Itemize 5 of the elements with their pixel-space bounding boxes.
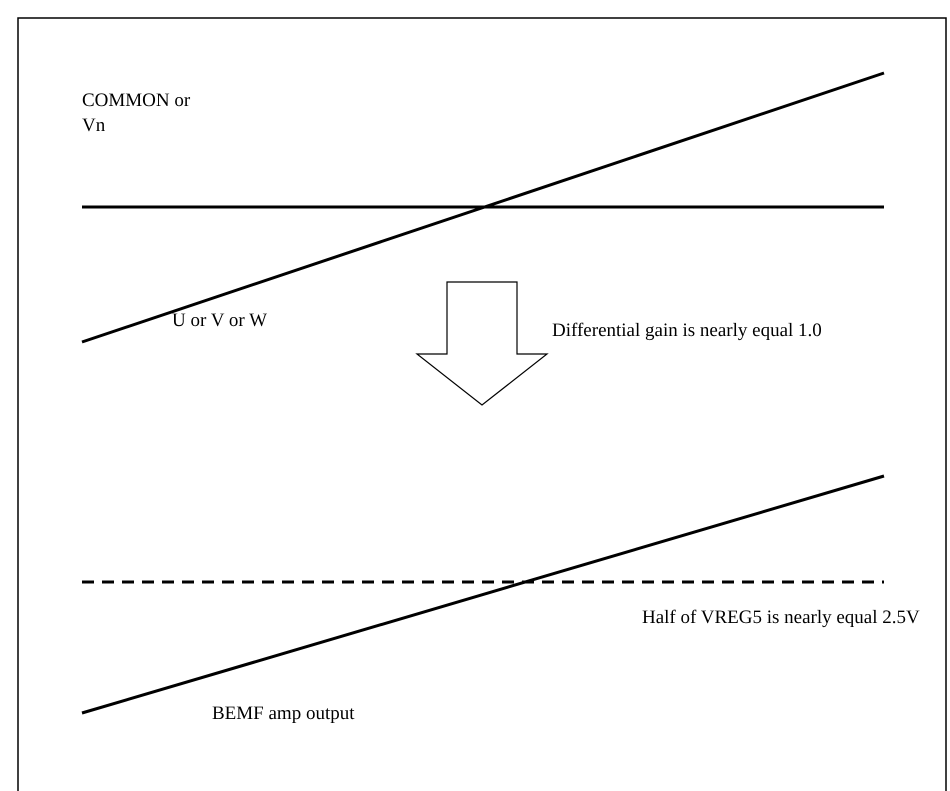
- note-text: Half of VREG5 is nearly equal 2.5V: [642, 606, 920, 630]
- signal-label: U or V or W: [172, 309, 267, 333]
- note-text: Differential gain is nearly equal 1.0: [552, 319, 822, 343]
- signal-label: BEMF amp output: [212, 702, 355, 726]
- signal-label: COMMON or Vn: [82, 89, 192, 138]
